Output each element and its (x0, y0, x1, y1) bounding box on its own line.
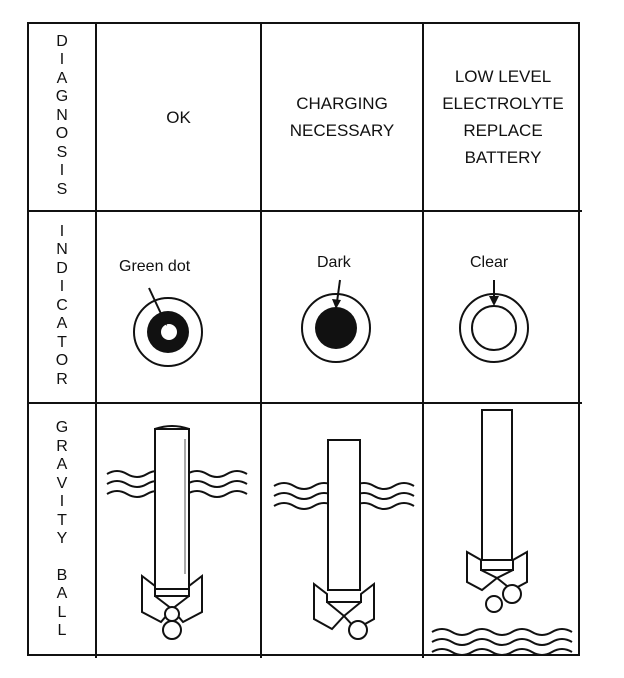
vertical-letter: S (56, 143, 68, 161)
vertical-letter: A (56, 456, 68, 474)
gravity-cell-replace (424, 404, 582, 658)
dark-indicator-icon (301, 279, 371, 363)
vertical-letter: T (57, 511, 67, 529)
diagnosis-cell-charging: CHARGING NECESSARY (262, 24, 424, 212)
gravity-cell-charging (262, 404, 424, 658)
vertical-letter: N (56, 241, 68, 259)
vertical-letter: C (56, 296, 68, 314)
hydrometer-charging-icon (273, 439, 415, 640)
diagnosis-cell-replace: LOW LEVEL ELECTROLYTE REPLACE BATTERY (424, 24, 582, 212)
vertical-letter: V (56, 474, 68, 492)
indicator-label-green-dot: Green dot (119, 258, 191, 275)
diagnosis-text-ok: OK (166, 107, 191, 127)
vertical-letter: I (59, 162, 65, 180)
vertical-letter: R (56, 370, 68, 388)
diagnosis-cell-ok: OK (97, 24, 262, 212)
vertical-letter: D (56, 259, 68, 277)
vertical-letter: R (56, 437, 68, 455)
vertical-letter: I (59, 278, 65, 296)
vertical-letter: B (56, 566, 68, 584)
vertical-letter: A (56, 315, 68, 333)
vertical-letter: A (56, 69, 68, 87)
indicator-cell-charging: Dark (262, 212, 424, 404)
diagnosis-text-charging: CHARGING NECESSARY (289, 94, 395, 140)
vertical-letter: L (57, 622, 67, 640)
hydrometer-low-level-icon (431, 409, 573, 656)
vertical-letter: G (55, 419, 69, 437)
green-dot-indicator-icon (133, 287, 203, 367)
vertical-letter: N (56, 106, 68, 124)
vertical-letter: G (55, 88, 69, 106)
vertical-letter: I (59, 493, 65, 511)
indicator-label-clear: Clear (470, 254, 509, 271)
vertical-letter: I (59, 51, 65, 69)
vertical-letter: A (56, 585, 68, 603)
vertical-letter: O (55, 125, 69, 143)
hydrometer-ok-icon (106, 425, 248, 640)
indicator-cell-ok: Green dot (97, 212, 262, 404)
vertical-letter: L (57, 603, 67, 621)
vertical-letter: T (57, 333, 67, 351)
vertical-letter: O (55, 352, 69, 370)
diagnosis-text-replace: LOW LEVEL ELECTROLYTE REPLACE BATTERY (442, 67, 564, 167)
clear-indicator-icon (459, 280, 529, 363)
vertical-letter: I (59, 222, 65, 240)
vertical-letter: S (56, 180, 68, 198)
gravity-cell-ok (97, 404, 262, 658)
vertical-letter: Y (56, 530, 68, 548)
vertical-letter: D (56, 32, 68, 50)
indicator-cell-replace: Clear (424, 212, 582, 404)
indicator-label-dark: Dark (317, 254, 351, 271)
